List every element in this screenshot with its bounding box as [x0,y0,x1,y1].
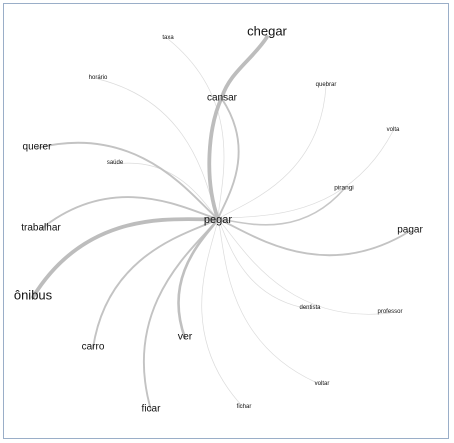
edge-professor [217,218,391,315]
edge-trabalhar [40,196,219,230]
edge-querer [36,141,219,220]
edge-ver [177,217,220,340]
edge-ficar [143,218,219,411]
node-label-saude: saúde [107,160,124,166]
node-label-trabalhar: trabalhar [21,223,61,234]
node-label-querer: querer [23,142,53,153]
node-label-professor: professor [377,309,402,315]
edge-pirangi [217,188,345,226]
edge-carro [92,218,219,349]
node-label-volta: volta [387,127,400,133]
edge-taxa [167,38,225,220]
edge-onibus [31,217,220,299]
word-network-graph: chegar cansar taxa horário quebrar volta quere… [14,24,424,415]
node-label-carro: carro [82,342,105,353]
edge-chegar [207,35,269,221]
node-label-ficar: ficar [142,404,162,415]
node-label-taxa: taxa [162,35,174,41]
edge-horario [97,78,219,220]
node-label-onibus: ônibus [14,288,53,303]
node-label-voltar: voltar [315,381,330,387]
edge-quebrar [217,85,327,220]
node-label-chegar: chegar [247,24,287,39]
edge-layer [31,35,411,411]
node-label-pirangi: pirangi [334,184,354,191]
node-label-ver: ver [178,331,193,343]
edge-fichar [201,218,245,409]
edge-dentista [217,218,311,310]
node-label-horario: horário [89,75,108,81]
label-layer: chegar cansar taxa horário quebrar volta quere… [14,24,424,415]
node-label-cansar: cansar [207,93,238,104]
edge-voltar [217,218,323,386]
node-label-pegar: pegar [204,214,232,226]
edge-saude [114,162,219,220]
graph-frame: chegar cansar taxa horário quebrar volta quere… [3,3,449,439]
node-label-pagar: pagar [397,225,423,236]
node-label-fichar: fichar [237,404,252,410]
node-label-quebrar: quebrar [316,82,337,88]
edge-volta [217,130,394,220]
edge-cansar [217,98,240,220]
edge-pagar [217,218,411,257]
node-label-dentista: dentista [299,305,321,311]
